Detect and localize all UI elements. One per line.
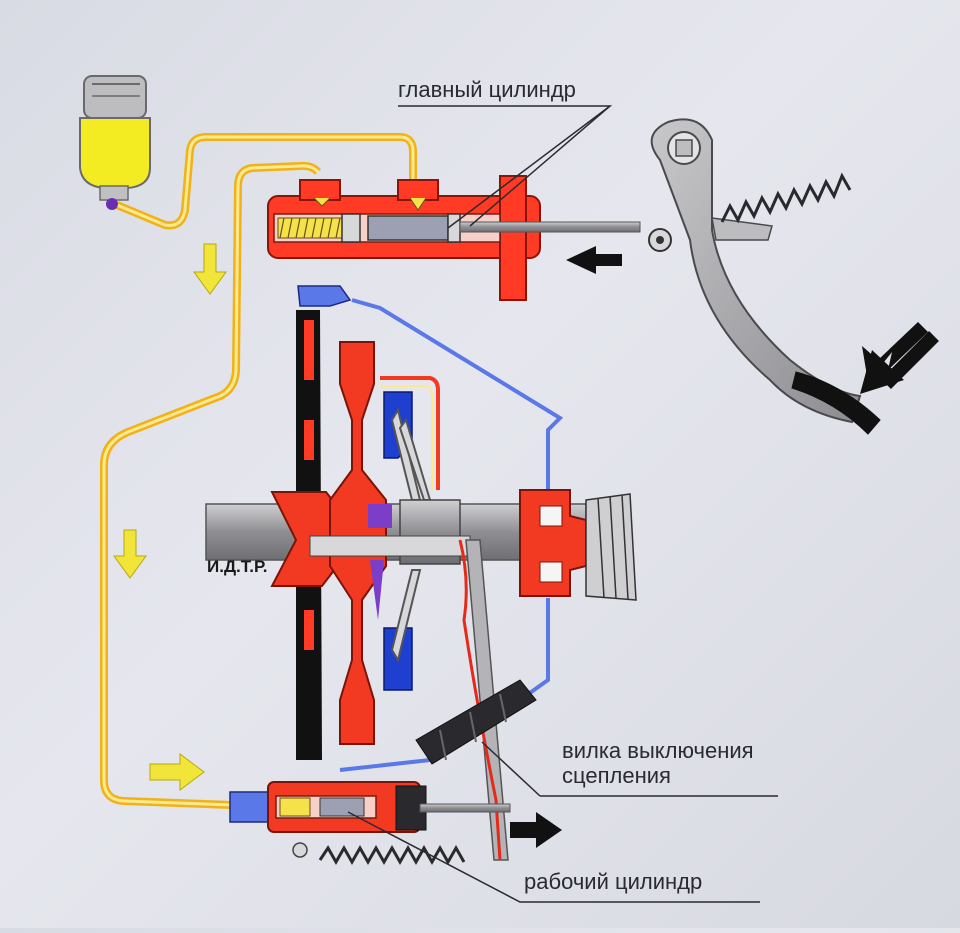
callout-lines [347,105,778,903]
flow-arrow-2 [113,529,147,579]
return-spring-icon [720,172,852,224]
gearbox-gear [585,493,637,601]
slave-cylinder [229,781,511,858]
flow-arrow-1 [193,243,227,295]
hydraulic-line-pressure [100,161,322,809]
master-cylinder-label: главный цилиндр [398,77,576,102]
release-fork-label-line2: сцепления [562,763,671,788]
clutch-pedal-icon [648,118,881,435]
pedal-force-arrow-icon [860,322,939,394]
flow-arrow-3 [149,753,205,791]
shaft-mark-label: И.Д.Т.Р. [207,557,268,576]
clutch-assembly [205,285,637,861]
master-cylinder [267,175,641,301]
fork-motion-arrow-icon [510,812,562,848]
slave-return-spring-icon [318,844,466,866]
hydraulic-line-supply [115,133,417,230]
release-fork-label-line1: вилка выключения [562,738,754,763]
fluid-reservoir-icon [79,75,151,210]
slave-cylinder-label: рабочий цилиндр [524,869,703,894]
push-arrow-icon [566,246,622,274]
